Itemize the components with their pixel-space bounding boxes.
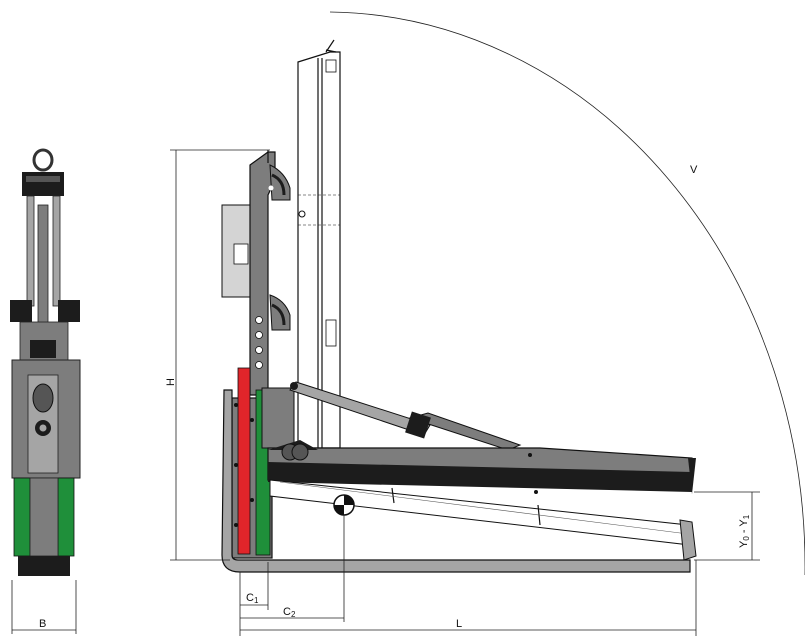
front-green-pad-right: [57, 477, 75, 557]
dimension-c1: C1: [239, 562, 269, 636]
front-green-pad-left: [13, 477, 31, 557]
dim-label-y0-y1: Y0 - Y1: [738, 514, 751, 548]
dim-label-b: B: [39, 618, 46, 630]
dim-label-v: V: [690, 164, 698, 176]
rotation-arc: [329, 11, 805, 575]
front-view: [10, 148, 81, 576]
dimension-c2: C2: [240, 515, 345, 622]
hydraulic-cylinder: [289, 381, 522, 451]
front-cylinder-left: [26, 195, 35, 307]
dimension-b: B: [11, 580, 77, 634]
front-cylinder-right: [52, 195, 61, 307]
dimension-l: L: [240, 560, 697, 636]
dim-label-l: L: [456, 618, 462, 630]
center-of-gravity-icon: [333, 494, 355, 516]
dimension-y0-y1: Y0 - Y1: [694, 491, 760, 561]
side-view: V: [165, 11, 805, 636]
front-base: [18, 556, 70, 576]
front-clamp-right: [58, 300, 80, 322]
front-center-cylinder: [37, 204, 49, 331]
front-top-block: [22, 172, 64, 196]
mast: [249, 150, 291, 396]
dim-label-c1: C1: [246, 592, 259, 605]
dim-label-c2: C2: [283, 606, 296, 619]
front-clamp-left: [10, 300, 32, 322]
dimension-h: H: [165, 149, 270, 561]
dim-label-h: H: [165, 378, 177, 386]
red-back-pad: [237, 367, 251, 555]
platform-lowered: [267, 440, 696, 494]
lifting-eye: [32, 148, 54, 172]
fork: [221, 389, 697, 573]
